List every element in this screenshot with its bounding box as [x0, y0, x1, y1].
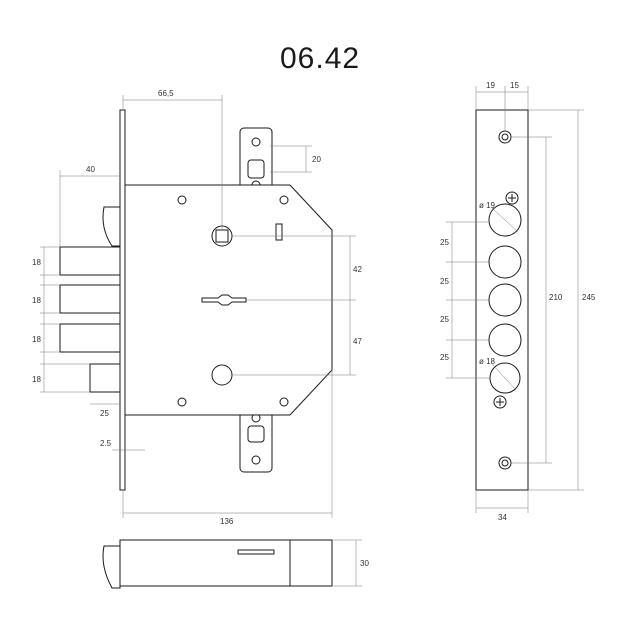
dim-bolt-4: 18	[32, 375, 41, 384]
bottom-hook-hole-b	[251, 455, 261, 465]
side-inner-step	[289, 539, 333, 587]
fp-hole-top-leader	[491, 207, 519, 233]
fp-dim-total-length: 245	[582, 293, 596, 302]
side-body	[119, 539, 333, 587]
dim-latch-width: 25	[100, 409, 109, 418]
model-title: 06.42	[280, 42, 360, 75]
dim-body-length: 136	[220, 517, 234, 526]
side-dim-thickness: 30	[360, 559, 369, 568]
dim-plate-thickness: 2.5	[100, 439, 112, 448]
deadbolt-4	[89, 363, 121, 393]
faceplate-screw-top-inner	[501, 133, 509, 141]
small-slot	[275, 223, 283, 241]
side-latch	[102, 545, 121, 589]
dim-hook-height: 20	[312, 155, 321, 164]
front-view: 66,5 40 20 18 18 18 18 25 2.5 42 47	[32, 89, 362, 526]
fp-hole-bottom-leader	[491, 363, 517, 391]
side-slot	[237, 549, 275, 555]
top-hook-slot	[247, 159, 265, 179]
deadbolt-2	[59, 284, 121, 314]
body-screw-hole-bl	[177, 397, 187, 407]
fp-dim-width: 34	[498, 513, 507, 522]
bolt-hole-1	[488, 203, 522, 237]
dim-spindle-to-key: 42	[353, 265, 362, 274]
faceplate-view: 19 15 ø 19 ø 18 25 25 25 25 210 245 34	[440, 81, 596, 522]
body-screw-hole-tl	[177, 195, 187, 205]
deadbolt-3	[59, 323, 121, 353]
fp-dim-top-right: 15	[510, 81, 519, 90]
faceplate-screw-bottom-inner	[501, 459, 509, 467]
front-faceplate	[119, 109, 126, 491]
phillips-screw-top	[505, 191, 519, 205]
fp-dim-pitch-4: 25	[440, 353, 449, 362]
dim-key-to-cylinder: 47	[353, 337, 362, 346]
deadbolt-1	[59, 246, 121, 276]
fp-dim-inner-length: 210	[549, 293, 563, 302]
fp-hole-bottom: ø 18	[479, 357, 496, 366]
body-screw-hole-tr	[279, 195, 289, 205]
bottom-hook-slot	[247, 425, 265, 443]
dim-bolt-1: 18	[32, 258, 41, 267]
keyhole	[201, 294, 247, 306]
fp-hole-top: ø 19	[479, 201, 496, 210]
fp-dim-pitch-3: 25	[440, 315, 449, 324]
latch-bolt	[102, 206, 121, 247]
body-screw-hole-br	[279, 397, 289, 407]
top-hook-hole-a	[251, 137, 261, 147]
phillips-screw-bottom	[493, 395, 507, 409]
dim-bolt-throw: 40	[86, 165, 95, 174]
fp-dim-pitch-2: 25	[440, 277, 449, 286]
dim-bolt-2: 18	[32, 296, 41, 305]
fp-dim-top-left: 19	[486, 81, 495, 90]
fp-dim-pitch-1: 25	[440, 238, 449, 247]
side-view: 30	[102, 539, 369, 589]
dim-bolt-3: 18	[32, 335, 41, 344]
dim-backset: 66,5	[158, 89, 174, 98]
